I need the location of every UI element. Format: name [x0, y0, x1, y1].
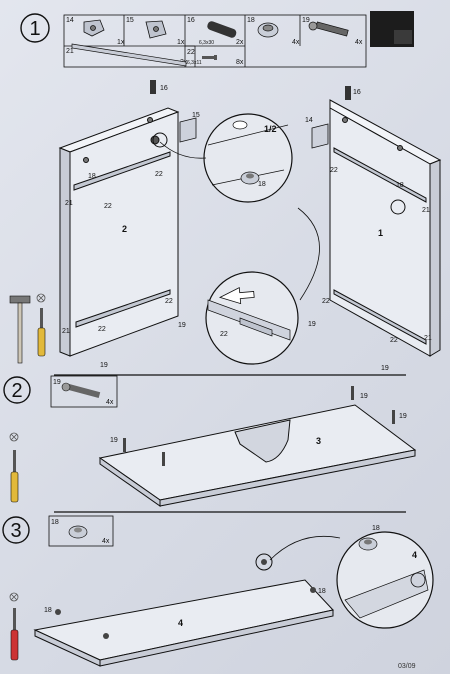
- step-3-cams: [55, 559, 316, 639]
- part-16-dowel-drawing: [207, 21, 237, 38]
- step-2-marker: 2: [3, 376, 31, 404]
- no-tool-icon: [9, 432, 19, 442]
- step-1-number: 1: [29, 18, 40, 40]
- dowel-16-left: [150, 80, 156, 94]
- part-15-qty: 1x: [177, 39, 185, 46]
- hammer-icon: [9, 295, 31, 364]
- step-1-parts-table: [63, 14, 367, 68]
- svg-text:19: 19: [360, 393, 368, 400]
- dowel-16-right: [345, 86, 351, 100]
- svg-text:19: 19: [308, 321, 316, 328]
- svg-text:18: 18: [44, 607, 52, 614]
- part-19-label: 19: [302, 17, 310, 24]
- svg-text:18: 18: [396, 182, 404, 189]
- svg-text:19: 19: [381, 365, 389, 372]
- part-19-bolt-drawing: [308, 21, 349, 37]
- svg-text:22: 22: [390, 337, 398, 344]
- panel-3-board: [98, 404, 417, 507]
- step-2-number: 2: [11, 380, 22, 402]
- step-1-callouts: 18 21 22 22 22 19 21 22 19 18 22 21 22 1…: [62, 167, 432, 372]
- step-3-number: 3: [10, 520, 21, 542]
- part-14-label: 14: [66, 17, 74, 24]
- panel-2-label: 2: [122, 224, 127, 234]
- svg-text:21: 21: [424, 335, 432, 342]
- panel-4-label: 4: [178, 618, 183, 628]
- svg-text:21: 21: [65, 200, 73, 207]
- bracket-15: [179, 117, 197, 143]
- svg-text:22: 22: [330, 167, 338, 174]
- part-22-spec: 6,3x11: [187, 60, 202, 66]
- part-18-label: 18: [51, 519, 59, 526]
- svg-text:22: 22: [165, 298, 173, 305]
- detail-cam-lock: [152, 113, 293, 203]
- part-16-spec: 6,3x30: [199, 40, 214, 46]
- step-3-parts-table: 18 4x: [48, 515, 114, 547]
- part-16-qty: 2x: [236, 39, 244, 46]
- part-22-qty: 8x: [236, 59, 244, 66]
- svg-text:19: 19: [178, 322, 186, 329]
- part-15-bracket-drawing: [145, 20, 167, 39]
- no-tool-icon: [36, 293, 46, 303]
- part-22-label: 22: [187, 49, 195, 56]
- svg-text:21: 21: [422, 207, 430, 214]
- part-21-label: 21: [66, 48, 74, 55]
- screwdriver-icon: [10, 450, 19, 503]
- panel-1-label: 1: [378, 228, 383, 238]
- part-18-label: 18: [247, 17, 255, 24]
- detail-rail: [205, 199, 406, 365]
- part-14-bracket-drawing: [83, 19, 105, 37]
- panel-4-board: [33, 579, 334, 667]
- part-16-label: 16: [187, 17, 195, 24]
- svg-text:22: 22: [322, 298, 330, 305]
- svg-text:18: 18: [372, 525, 380, 532]
- svg-text:19: 19: [100, 362, 108, 369]
- svg-text:21: 21: [62, 328, 70, 335]
- svg-text:19: 19: [110, 437, 118, 444]
- part-18-qty: 4x: [292, 39, 300, 46]
- callout-16-left: 16: [160, 85, 168, 92]
- step-3-marker: 3: [2, 516, 30, 544]
- svg-text:22: 22: [104, 203, 112, 210]
- detail-1-2-label: 1/2: [264, 124, 277, 134]
- detail-panel-4: [255, 531, 434, 629]
- step-1-marker: 1: [20, 13, 50, 43]
- bracket-14: [311, 123, 329, 149]
- no-tool-icon: [9, 592, 19, 602]
- callout-22-detail: 22: [220, 331, 228, 338]
- part-19-label: 19: [53, 379, 61, 386]
- part-15-label: 15: [126, 17, 134, 24]
- svg-text:22: 22: [98, 326, 106, 333]
- svg-text:19: 19: [399, 413, 407, 420]
- screwdriver-icon: [10, 608, 19, 661]
- panel-3-label: 3: [316, 436, 321, 446]
- page-code: 03/09: [398, 663, 416, 670]
- left-side-panel: [58, 107, 180, 357]
- part-19-qty: 4x: [355, 39, 363, 46]
- callout-16-right: 16: [353, 89, 361, 96]
- part-22-screw-drawing: [202, 55, 217, 60]
- right-side-panel: [329, 99, 442, 357]
- part-19-qty: 4x: [106, 399, 114, 406]
- callout-15: 15: [192, 112, 200, 119]
- part-18-cam-drawing: [257, 22, 279, 38]
- part-21-rail-drawing: [71, 43, 187, 67]
- svg-text:18: 18: [318, 588, 326, 595]
- step-2-parts-table: 19 4x: [50, 375, 118, 408]
- svg-text:18: 18: [88, 173, 96, 180]
- callout-14: 14: [305, 117, 313, 124]
- callout-18-detail: 18: [258, 181, 266, 188]
- part-14-qty: 1x: [117, 39, 125, 46]
- step-2-bolts: [123, 386, 395, 466]
- detail-panel-4-label: 4: [412, 550, 417, 560]
- screwdriver-icon: [37, 308, 46, 357]
- svg-text:22: 22: [155, 171, 163, 178]
- part-18-qty: 4x: [102, 538, 110, 545]
